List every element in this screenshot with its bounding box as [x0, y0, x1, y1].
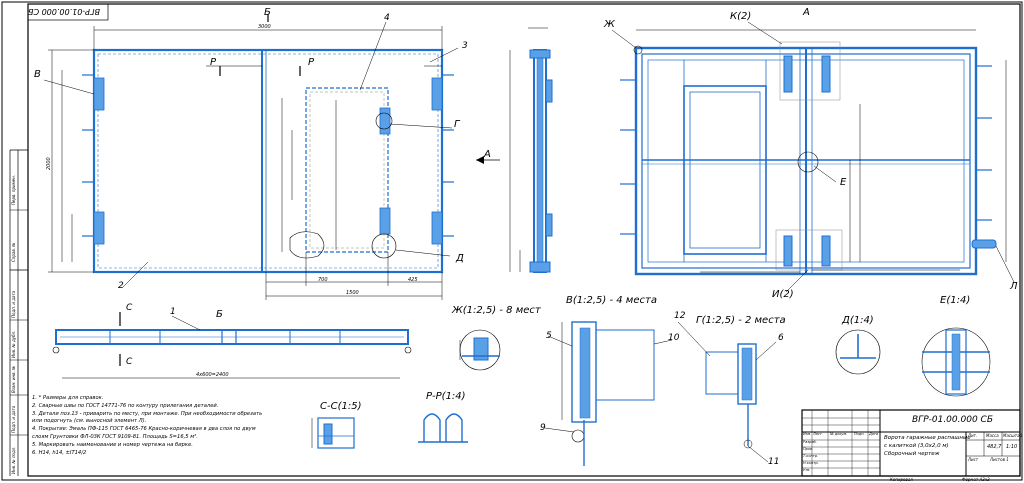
tb-scale: 1:10: [1006, 444, 1018, 450]
title-block: [801, 409, 1021, 477]
tb-date: Дата: [869, 432, 879, 436]
note-6: 6. Н14, h14, ±IT14/2: [32, 449, 87, 456]
tb-sheet: Лист: [968, 457, 979, 462]
detail-e: [921, 327, 991, 397]
note-3: 3. Детали поз.13 - приварить по месту, п…: [32, 410, 263, 417]
tb-doc: № докум.: [830, 432, 848, 436]
dim-1500: 1500: [346, 290, 359, 296]
detail-d: [835, 329, 881, 375]
pos-6: 6: [778, 333, 784, 343]
tb-tkontr: Т.контр.: [803, 454, 819, 458]
strip-vzam: Взам. инв. №: [11, 366, 16, 393]
tb-mass: 482,7: [987, 444, 1002, 450]
stamp-box: [27, 3, 109, 21]
stamp-rotated: ВГР-01.00.000 СБ: [28, 7, 101, 16]
side-view: [509, 27, 553, 273]
title-cc: С-С(1:5): [320, 401, 362, 412]
label-v: В: [34, 69, 41, 80]
rear-view: [611, 21, 1015, 293]
pos-4: 4: [384, 13, 390, 23]
label-c-bot: С: [126, 357, 133, 367]
label-zh: Ж: [604, 19, 615, 30]
bottom-view: [52, 312, 412, 379]
detail-pp: [418, 413, 468, 443]
label-l: Л: [1010, 281, 1018, 292]
label-d: Д: [456, 253, 464, 264]
dim-3000: 3000: [258, 24, 271, 30]
tb-name-1: Ворота гаражные распашные: [884, 435, 971, 441]
tb-prov: Пров.: [803, 447, 814, 451]
title-g: Г(1:2,5) - 2 места: [696, 315, 786, 326]
dim-425: 425: [408, 277, 418, 283]
note-4: 4. Покрытие: Эмаль ПФ-115 ГОСТ 6465-76 К…: [32, 426, 256, 433]
strip-perv: Перв. примен.: [11, 175, 16, 205]
tb-utv: Утв.: [803, 468, 811, 472]
label-p-right: Р: [308, 57, 315, 68]
title-d: Д(1:4): [842, 315, 874, 326]
label-a-arrow: А: [484, 149, 491, 160]
tb-name-2: с калиткой (3,0х2,0 м): [884, 443, 949, 449]
label-c-top: С: [126, 303, 133, 313]
pos-5: 5: [546, 331, 552, 341]
label-g: Г: [454, 119, 460, 130]
detail-zh: [459, 329, 501, 371]
detail-cc: [311, 417, 355, 449]
note-1: 1. * Размеры для справок.: [32, 395, 104, 401]
pos-9: 9: [540, 423, 546, 433]
pos-12: 12: [674, 311, 686, 321]
tb-designation: ВГР-01.00.000 СБ: [912, 415, 993, 425]
note-5: 5. Маркировать наименование и номер черт…: [32, 441, 193, 448]
tb-izm: Изм.: [803, 432, 812, 436]
label-k2: К(2): [730, 11, 752, 22]
tb-format: Формат А3х3: [962, 477, 990, 482]
inner-frame: [27, 3, 1021, 477]
strip-inv-dubl: Инв. № дубл.: [11, 331, 16, 358]
label-b-top: Б: [264, 7, 271, 18]
tb-sheets: Листов 1: [990, 457, 1009, 462]
label-e: Е: [840, 177, 847, 188]
strip-podp2: Подп. и дата: [11, 405, 16, 433]
pos-3: 3: [462, 41, 468, 51]
left-strip: Перв. примен. Справ. № Подп. и дата Инв.…: [9, 149, 28, 476]
notes-block: 1. * Размеры для справок. 2. Сварные швы…: [32, 395, 302, 456]
title-v: В(1:2,5) - 4 места: [566, 295, 657, 306]
title-pp: Р-Р(1:4): [426, 391, 466, 402]
tb-copied: Копировал: [890, 477, 913, 482]
label-p-left: Р: [210, 57, 217, 68]
strip-sprav: Справ. №: [11, 243, 16, 262]
tb-scale-h: Масштаб: [1003, 433, 1023, 438]
tb-list: Лист: [813, 432, 822, 436]
detail-v: [544, 321, 673, 466]
pos-1: 1: [170, 307, 176, 317]
front-dim-values: 3000 2000 1500 700 425: [46, 24, 418, 296]
title-zh: Ж(1:2,5) - 8 мест: [452, 305, 541, 316]
note-2: 2. Сварные швы по ГОСТ 14771-76 по конту…: [32, 402, 219, 409]
strip-podp1: Подп. и дата: [11, 290, 16, 318]
label-i2: И(2): [772, 289, 794, 300]
dim-bottom-width: 4x600=2400: [196, 372, 229, 378]
pos-10: 10: [668, 333, 680, 343]
tb-razrab: Разраб.: [803, 440, 817, 444]
tb-mass-h: Масса: [986, 433, 999, 438]
tb-lit: Лит.: [968, 433, 978, 438]
note-4b: слоям Грунтовки ФЛ-03К ГОСТ 9109-81. Пло…: [32, 433, 198, 440]
tb-sign: Подп.: [854, 432, 865, 436]
dim-2000: 2000: [46, 157, 52, 170]
label-b-bottom: Б: [216, 309, 223, 320]
tb-name-3: Сборочный чертеж: [884, 451, 940, 457]
front-view: [43, 14, 500, 300]
pos-11: 11: [768, 457, 780, 467]
label-a-right: А: [803, 7, 810, 18]
tb-nkontr: Н.контр.: [803, 461, 819, 465]
detail-g: [677, 321, 777, 463]
note-3b: или подогнуть (см. выносной элемент Л).: [32, 418, 147, 425]
title-e: Е(1:4): [940, 295, 971, 306]
strip-inv-podl: Инв. № подл.: [11, 446, 16, 474]
dim-700: 700: [318, 277, 328, 283]
pos-2: 2: [118, 281, 124, 291]
